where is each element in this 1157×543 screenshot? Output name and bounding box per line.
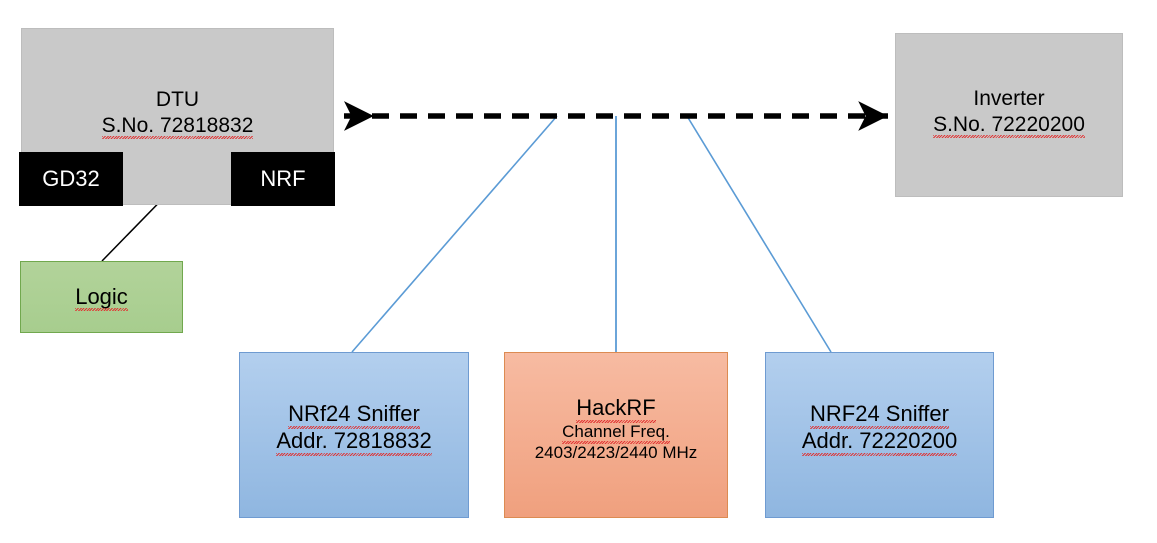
sniffer-right-address: Addr. 72220200 [801, 427, 958, 456]
dtu-serial: S.No. 72818832 [101, 113, 254, 139]
node-inverter[interactable]: Inverter S.No. 72220200 [895, 33, 1123, 197]
node-gd32[interactable]: GD32 [19, 152, 123, 206]
nrf-label: NRF [260, 166, 306, 191]
logic-label: Logic [75, 283, 128, 312]
gd32-label: GD32 [42, 166, 100, 191]
inverter-serial: S.No. 72220200 [933, 112, 1085, 138]
node-logic[interactable]: Logic [20, 261, 183, 333]
edge-tap-sniffer-left [351, 115, 558, 353]
node-sniffer-left[interactable]: NRf24 Sniffer Addr. 72818832 [239, 352, 469, 518]
dtu-title: DTU [155, 88, 200, 111]
sniffer-left-title: NRf24 Sniffer [288, 401, 420, 429]
sniffer-left-address: Addr. 72818832 [276, 427, 433, 456]
node-hackrf[interactable]: HackRF Channel Freq. 2403/2423/2440 MHz [504, 352, 728, 518]
node-sniffer-right[interactable]: NRF24 Sniffer Addr. 72220200 [765, 352, 994, 518]
hackrf-channel-label: Channel Freq. [562, 421, 670, 444]
node-nrf[interactable]: NRF [231, 152, 335, 206]
edge-tap-sniffer-right [686, 115, 832, 353]
inverter-title: Inverter [973, 87, 1045, 110]
hackrf-title: HackRF [576, 395, 657, 423]
sniffer-right-title: NRF24 Sniffer [810, 401, 949, 429]
hackrf-channel-values: 2403/2423/2440 MHz [534, 442, 698, 462]
